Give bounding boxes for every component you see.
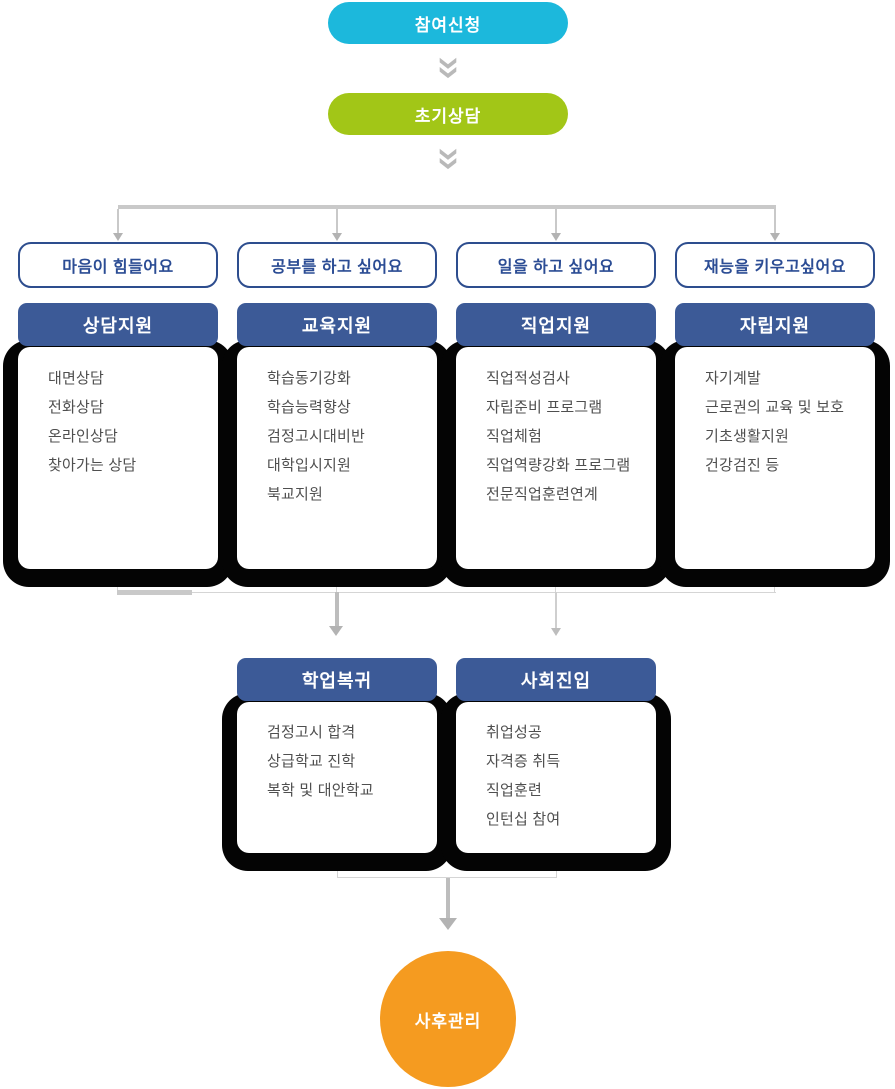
arrow-down-icon [329,626,343,636]
double-chevron-down-icon [439,148,457,170]
arrow-down-icon [113,233,123,241]
track-item: 대학입시지원 [267,457,352,474]
arrow-down-icon [332,233,342,241]
need-pill: 일을 하고 싶어요 [456,242,656,288]
outcome-item: 인턴십 참여 [486,811,561,828]
track-item: 건강검진 등 [705,457,780,474]
arrow-to-follow-up [446,878,450,918]
track-item: 근로권의 교육 및 보호 [705,399,845,416]
arrow-down-icon [439,918,457,930]
track-item: 찾아가는 상담 [48,457,137,474]
track-item: 직업적성검사 [486,370,571,387]
track-item: 대면상담 [48,370,105,387]
outcome-header: 사회진입 [456,658,656,701]
need-pill: 재능을 키우고싶어요 [675,242,875,288]
arrow-down-icon [770,233,780,241]
outcome-header: 학업복귀 [237,658,437,701]
track-item: 전화상담 [48,399,105,416]
track-item: 자립준비 프로그램 [486,399,603,416]
track-item: 검정고시대비반 [267,428,366,445]
track-item: 온라인상담 [48,428,119,445]
outcome-item: 상급학교 진학 [267,753,356,770]
arrow-down-icon [551,233,561,241]
track-item: 전문직업훈련연계 [486,486,599,503]
start-step-pill: 참여신청 [328,2,568,44]
branch-stub [555,209,557,233]
outcome-item: 취업성공 [486,724,543,741]
track-header: 교육지원 [237,303,437,346]
collector-line-thick-segment [117,590,192,595]
final-step-circle: 사후관리 [380,951,516,1087]
track-item: 직업체험 [486,428,543,445]
arrow-to-school-return [335,592,339,626]
track-item: 자기계발 [705,370,762,387]
track-item: 북교지원 [267,486,324,503]
track-item: 직업역량강화 프로그램 [486,457,631,474]
track-header: 자립지원 [675,303,875,346]
track-header: 직업지원 [456,303,656,346]
track-item: 기초생활지원 [705,428,790,445]
arrow-down-icon [551,628,561,636]
branch-stub [336,209,338,233]
track-item: 학습능력향상 [267,399,352,416]
collector-line [337,877,557,878]
collector-line [118,592,776,593]
branch-stub [117,209,119,233]
outcome-item: 직업훈련 [486,782,543,799]
track-header: 상담지원 [18,303,218,346]
branch-connector-line [118,205,776,209]
outcome-item: 자격증 취득 [486,753,561,770]
arrow-to-society-entry [555,592,557,628]
need-pill: 마음이 힘들어요 [18,242,218,288]
initial-step-pill: 초기상담 [328,93,568,135]
outcome-item: 검정고시 합격 [267,724,356,741]
outcome-item: 복학 및 대안학교 [267,782,374,799]
branch-stub [774,209,776,233]
double-chevron-down-icon [439,57,457,79]
track-item: 학습동기강화 [267,370,352,387]
need-pill: 공부를 하고 싶어요 [237,242,437,288]
